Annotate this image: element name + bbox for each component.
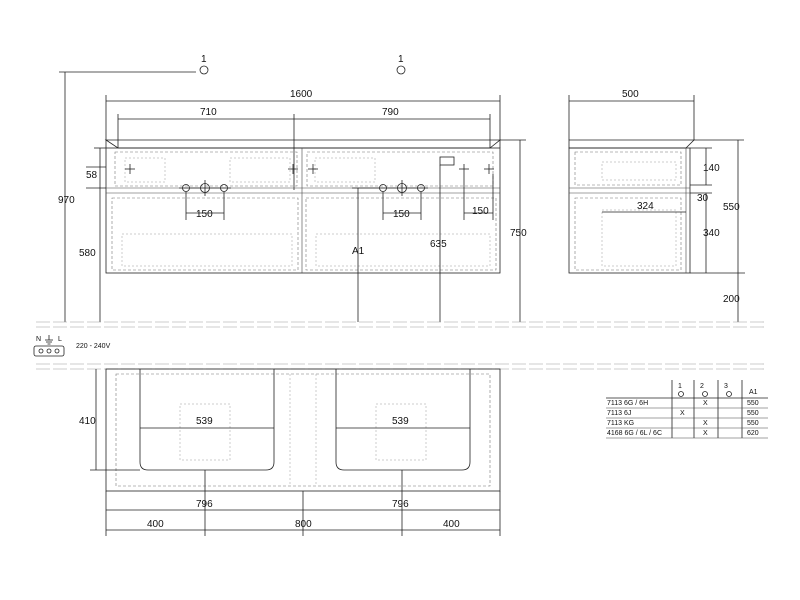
cabinet-body — [105, 147, 501, 274]
side-cabinet — [568, 147, 691, 274]
svg-text:X: X — [703, 400, 708, 407]
dim-30: 30 — [697, 193, 709, 204]
socket-icon — [33, 345, 65, 357]
side-view: 500 324 140 30 340 550 200 — [568, 89, 745, 322]
table-row: 7113 6J X 550 — [607, 410, 759, 417]
svg-text:620: 620 — [747, 430, 759, 437]
dim-1600: 1600 — [290, 89, 313, 100]
basin-right — [335, 369, 471, 471]
dim-796-right: 796 — [392, 499, 409, 510]
control-box-icon — [439, 156, 455, 166]
model-table: 1 2 3 A1 7113 6G / 6H X 550 7113 6J X 55… — [606, 380, 768, 439]
cross-mark-icon — [125, 164, 494, 174]
dim-796-left: 796 — [196, 499, 213, 510]
tap-symbol-left — [179, 180, 231, 196]
countertop — [104, 139, 502, 149]
voltage-label: 220 - 240V — [76, 343, 111, 350]
faucet-marker-right: 1 — [396, 54, 406, 75]
dim-790: 790 — [382, 107, 399, 118]
dim-580: 580 — [79, 248, 96, 259]
ground-icon — [45, 335, 53, 345]
top-outline — [105, 368, 501, 492]
dim-150-mid: 150 — [393, 209, 410, 220]
dim-150-right: 150 — [472, 206, 489, 217]
dim-400-right: 400 — [443, 519, 460, 530]
table-row: 7113 KG X 550 — [607, 420, 759, 427]
table-row: 7113 6G / 6H X 550 — [607, 400, 759, 407]
dim-970: 970 — [58, 195, 75, 206]
dim-200: 200 — [723, 294, 740, 305]
svg-text:X: X — [703, 430, 708, 437]
dim-710: 710 — [200, 107, 217, 118]
table-header-a1: A1 — [749, 389, 758, 396]
svg-text:550: 550 — [747, 420, 759, 427]
svg-text:X: X — [703, 420, 708, 427]
label-a1: A1 — [352, 246, 365, 257]
svg-text:4168 6G / 6L / 6C: 4168 6G / 6L / 6C — [607, 430, 662, 437]
table-header-2: 2 — [700, 383, 704, 390]
dim-400-left: 400 — [147, 519, 164, 530]
floor-line — [36, 321, 765, 370]
dim-150-left: 150 — [196, 209, 213, 220]
front-view: 1 1 1600 710 790 — [58, 54, 527, 322]
dim-635: 635 — [430, 239, 447, 250]
dim-539-left: 539 — [196, 416, 213, 427]
svg-text:550: 550 — [747, 400, 759, 407]
svg-text:7113 6J: 7113 6J — [607, 410, 631, 417]
svg-text:7113 KG: 7113 KG — [607, 420, 634, 427]
basin-left — [139, 369, 275, 471]
label-l: L — [58, 336, 62, 343]
dim-58: 58 — [86, 170, 98, 181]
dim-539-right: 539 — [392, 416, 409, 427]
svg-text:550: 550 — [747, 410, 759, 417]
tap-symbol-right — [376, 180, 428, 196]
dim-800: 800 — [295, 519, 312, 530]
faucet-marker-left: 1 — [120, 54, 209, 75]
table-header-3: 3 — [724, 383, 728, 390]
marker-label-right: 1 — [398, 54, 404, 65]
label-n: N — [36, 336, 41, 343]
top-view: 539 539 410 796 796 400 800 400 — [79, 368, 501, 536]
svg-text:X: X — [680, 410, 685, 417]
dim-324: 324 — [637, 201, 654, 212]
dim-550: 550 — [723, 202, 740, 213]
dim-500: 500 — [622, 89, 639, 100]
table-row: 4168 6G / 6L / 6C X 620 — [607, 430, 759, 437]
marker-label-left: 1 — [201, 54, 207, 65]
dim-340: 340 — [703, 228, 720, 239]
dim-140: 140 — [703, 163, 720, 174]
dim-750: 750 — [510, 228, 527, 239]
dim-410: 410 — [79, 416, 96, 427]
table-header-1: 1 — [678, 383, 682, 390]
side-countertop — [568, 139, 695, 149]
electrical-connection: N L 220 - 240V — [33, 335, 111, 357]
svg-text:7113 6G / 6H: 7113 6G / 6H — [607, 400, 648, 407]
